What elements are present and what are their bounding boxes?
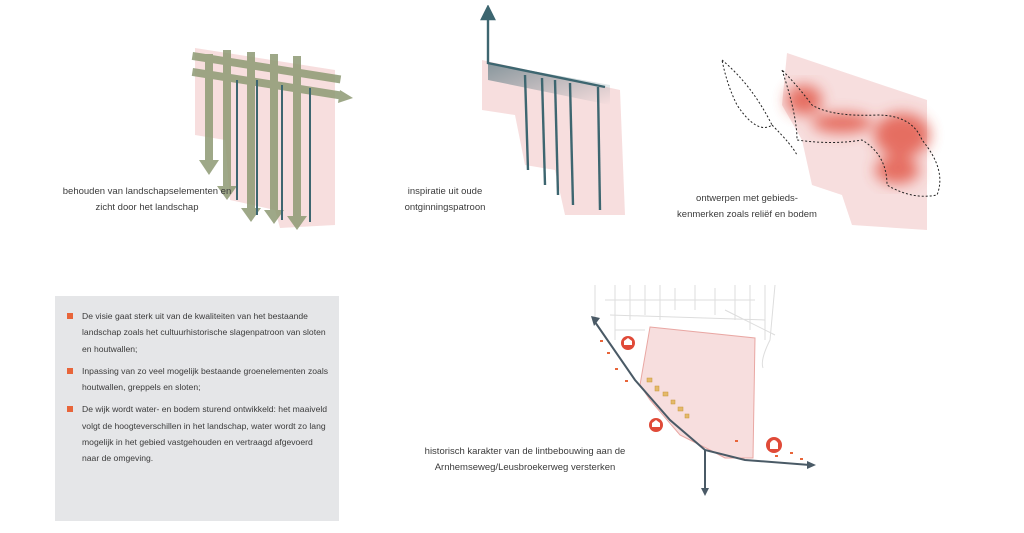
caption-reclamation-line2: ontginningspatroon [404,202,486,213]
green-arrows [191,50,353,230]
reclamation-lines [480,5,606,211]
caption-reclamation-line1: inspiratie uit oude [407,186,483,197]
bullet-item: Inpassing van zo veel mogelijk bestaande… [67,363,329,396]
dotted-contour-2 [771,124,798,156]
bullet-text: Inpassing van zo veel mogelijk bestaande… [82,365,329,393]
caption-landscape: behouden van landschapselementen en zich… [52,184,242,216]
dotted-contour [721,59,941,197]
area-characteristics-diagram [721,53,941,230]
bullet-square-icon [67,406,73,413]
caption-area-line1: ontwerpen met gebieds- [696,193,798,204]
caption-ribbon: historisch karakter van de lintbebouwing… [405,444,645,476]
road-arrow-s [701,488,709,496]
bullet-item: De wijk wordt water- en bodem sturend on… [67,401,329,466]
red-dots [600,340,803,460]
caption-area: ontwerpen met gebieds- kenmerken zoals r… [662,191,832,223]
ribbon-development-map [591,284,816,496]
landscape-elements-diagram [191,48,353,230]
caption-area-line2: kenmerken zoals reliëf en bodem [677,209,817,220]
street-grid [594,284,776,369]
bullet-square-icon [67,313,73,319]
gradient-fan [488,63,610,105]
house-icon [621,336,635,350]
ditch-lines [236,80,311,222]
vision-bullet-list: De visie gaat sterk uit van de kwaliteit… [67,308,329,473]
bullet-item: De visie gaat sterk uit van de kwaliteit… [67,308,329,357]
ribbon-buildings [646,377,690,419]
relief-blobs [786,85,930,184]
road-arrow-e [807,461,816,469]
caption-reclamation: inspiratie uit oude ontginningspatroon [375,184,515,216]
bullet-text: De visie gaat sterk uit van de kwaliteit… [82,311,326,354]
bullet-square-icon [67,367,73,374]
road-arrow-nw [591,316,600,326]
bullet-text: De wijk wordt water- en bodem sturend on… [82,404,328,464]
main-road [594,321,811,492]
caption-landscape-line1: behouden van landschapselementen en [62,186,232,197]
vision-info-box: De visie gaat sterk uit van de kwaliteit… [55,296,339,521]
caption-landscape-line2: zicht door het landschap [95,202,199,213]
caption-ribbon-line2: Arnhemseweg/Leusbroekerweg versterken [434,462,616,473]
caption-ribbon-line1: historisch karakter van de lintbebouwing… [424,446,626,457]
plan-area-pink [639,326,756,459]
reclamation-pattern-diagram [480,5,625,215]
church-icon [766,437,782,453]
home-icon [649,418,663,432]
